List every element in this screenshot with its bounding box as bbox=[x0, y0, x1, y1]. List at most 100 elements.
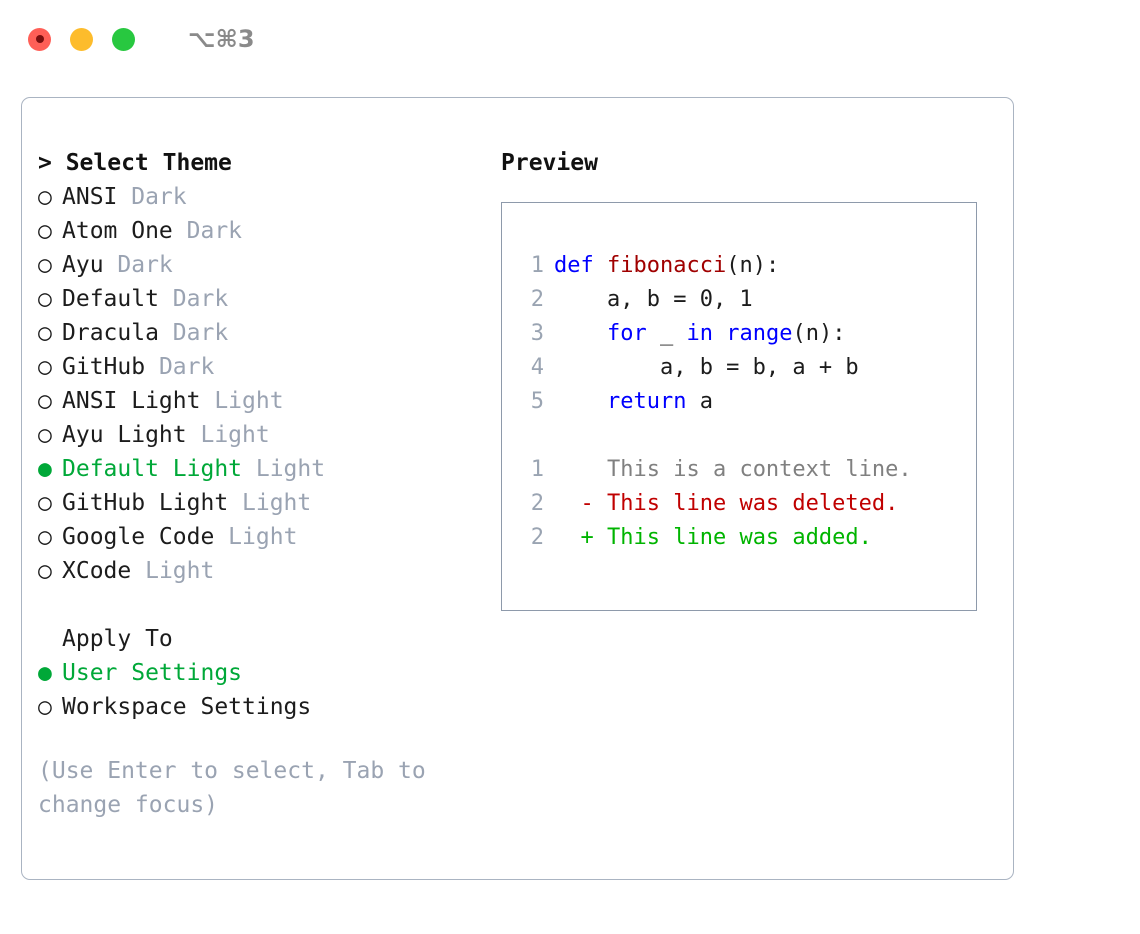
section-gap bbox=[38, 588, 492, 622]
code-token bbox=[594, 253, 607, 278]
window-controls bbox=[28, 27, 135, 51]
theme-option-github[interactable]: ○GitHub Dark bbox=[38, 350, 492, 384]
preview-heading: Preview bbox=[501, 150, 598, 176]
close-button[interactable] bbox=[28, 27, 51, 51]
radio-selected-icon: ● bbox=[38, 456, 52, 482]
radio-selected-icon: ● bbox=[38, 660, 52, 686]
theme-option-label: Ayu bbox=[62, 252, 104, 278]
diff-text: This is a context line. bbox=[593, 457, 912, 482]
line-number: 5 bbox=[530, 389, 544, 414]
code-line: 5 return a bbox=[502, 385, 976, 419]
diff-text: This line was deleted. bbox=[593, 491, 899, 516]
radio-unselected-icon: ○ bbox=[38, 388, 52, 414]
code-token: (n): bbox=[726, 253, 780, 278]
theme-option-label: Dracula bbox=[62, 320, 159, 346]
apply-to-option-label: Workspace Settings bbox=[62, 694, 312, 720]
minimize-button[interactable] bbox=[70, 27, 93, 51]
theme-option-atom-one[interactable]: ○ Atom One Dark bbox=[38, 214, 492, 248]
radio-unselected-icon: ○ bbox=[38, 252, 52, 278]
diff-marker: + bbox=[554, 525, 594, 550]
line-number: 2 bbox=[530, 525, 544, 550]
code-token: _ bbox=[646, 321, 687, 346]
line-number: 1 bbox=[530, 457, 544, 482]
theme-option-variant: Light bbox=[242, 456, 326, 482]
diff-marker: - bbox=[554, 491, 594, 516]
radio-unselected-icon: ○ bbox=[38, 558, 52, 584]
apply-to-option-list: ● User Settings ○Workspace Settings bbox=[38, 656, 492, 724]
select-theme-heading: > Select Theme bbox=[38, 150, 232, 176]
radio-unselected-icon: ○ bbox=[38, 490, 52, 516]
title-bar: ⌥⌘3 bbox=[0, 0, 1140, 78]
code-token bbox=[554, 389, 607, 414]
theme-option-xcode[interactable]: ○ XCode Light bbox=[38, 554, 492, 588]
diff-text: This line was added. bbox=[593, 525, 872, 550]
theme-option-list: ○ANSI Dark○Atom One Dark○Ayu Dark○Defaul… bbox=[38, 180, 492, 588]
keyboard-shortcut-label: ⌥⌘3 bbox=[188, 25, 255, 53]
code-line: 2 a, b = 0, 1 bbox=[502, 283, 976, 317]
theme-option-ayu-light[interactable]: ○Ayu Light Light bbox=[38, 418, 492, 452]
line-number: 3 bbox=[530, 321, 544, 346]
radio-unselected-icon: ○ bbox=[38, 286, 52, 312]
theme-option-variant: Light bbox=[131, 558, 215, 584]
code-token: a bbox=[686, 389, 713, 414]
keyboard-hint-text: (Use Enter to select, Tab to change focu… bbox=[38, 758, 426, 818]
theme-option-variant: Light bbox=[228, 490, 312, 516]
code-token: for bbox=[606, 321, 647, 346]
code-token: def bbox=[554, 253, 594, 278]
theme-option-ansi-light[interactable]: ○ANSI Light Light bbox=[38, 384, 492, 418]
apply-to-option-user-settings[interactable]: ● User Settings bbox=[38, 656, 492, 690]
code-token: return bbox=[606, 389, 687, 414]
theme-option-label: Google Code bbox=[62, 524, 215, 550]
code-token: range bbox=[726, 321, 793, 346]
diff-line: 2 + This line was added. bbox=[502, 521, 976, 555]
theme-option-variant: Light bbox=[214, 524, 298, 550]
theme-option-variant: Light bbox=[186, 422, 270, 448]
theme-option-label: Default Light bbox=[62, 456, 243, 482]
apply-to-option-workspace-settings[interactable]: ○Workspace Settings bbox=[38, 690, 492, 724]
theme-option-label: Atom One bbox=[62, 218, 173, 244]
diff-marker bbox=[554, 457, 594, 482]
code-diff-gap bbox=[502, 419, 976, 453]
radio-unselected-icon: ○ bbox=[38, 422, 52, 448]
radio-unselected-icon: ○ bbox=[38, 320, 52, 346]
theme-option-ayu[interactable]: ○ Ayu Dark bbox=[38, 248, 492, 282]
apply-to-option-label: User Settings bbox=[62, 660, 243, 686]
theme-option-dracula[interactable]: ○Dracula Dark bbox=[38, 316, 492, 350]
radio-unselected-icon: ○ bbox=[38, 354, 52, 380]
maximize-button[interactable] bbox=[112, 27, 135, 51]
theme-option-label: Default bbox=[62, 286, 159, 312]
theme-option-variant: Light bbox=[200, 388, 284, 414]
code-token: a, b = b, a + b bbox=[554, 355, 859, 380]
theme-option-variant: Dark bbox=[158, 286, 229, 312]
code-token bbox=[554, 321, 607, 346]
line-number: 4 bbox=[530, 355, 544, 380]
line-number: 2 bbox=[530, 287, 544, 312]
theme-selection-column: > Select Theme ○ANSI Dark○Atom One Dark○… bbox=[22, 98, 492, 879]
line-number: 2 bbox=[530, 491, 544, 516]
code-token: a, b = 0, 1 bbox=[554, 287, 753, 312]
diff-line: 1 This is a context line. bbox=[502, 453, 976, 487]
diff-line: 2 - This line was deleted. bbox=[502, 487, 976, 521]
theme-option-variant: Dark bbox=[172, 218, 243, 244]
theme-option-label: XCode bbox=[62, 558, 132, 584]
code-token: (n): bbox=[792, 321, 846, 346]
code-token: in bbox=[686, 321, 713, 346]
theme-option-google-code[interactable]: ○ Google Code Light bbox=[38, 520, 492, 554]
theme-option-ansi[interactable]: ○ANSI Dark bbox=[38, 180, 492, 214]
line-number: 1 bbox=[530, 253, 544, 278]
code-token: fibonacci bbox=[607, 253, 727, 278]
theme-option-variant: Dark bbox=[103, 252, 173, 278]
theme-option-default-light[interactable]: ● Default Light Light bbox=[38, 452, 492, 486]
code-line: 1 def fibonacci(n): bbox=[502, 249, 976, 283]
theme-option-github-light[interactable]: ○GitHub Light Light bbox=[38, 486, 492, 520]
theme-option-label: GitHub bbox=[62, 354, 146, 380]
radio-unselected-icon: ○ bbox=[38, 218, 52, 244]
code-token bbox=[713, 321, 726, 346]
radio-unselected-icon: ○ bbox=[38, 184, 52, 210]
theme-option-default[interactable]: ○ Default Dark bbox=[38, 282, 492, 316]
radio-unselected-icon: ○ bbox=[38, 524, 52, 550]
